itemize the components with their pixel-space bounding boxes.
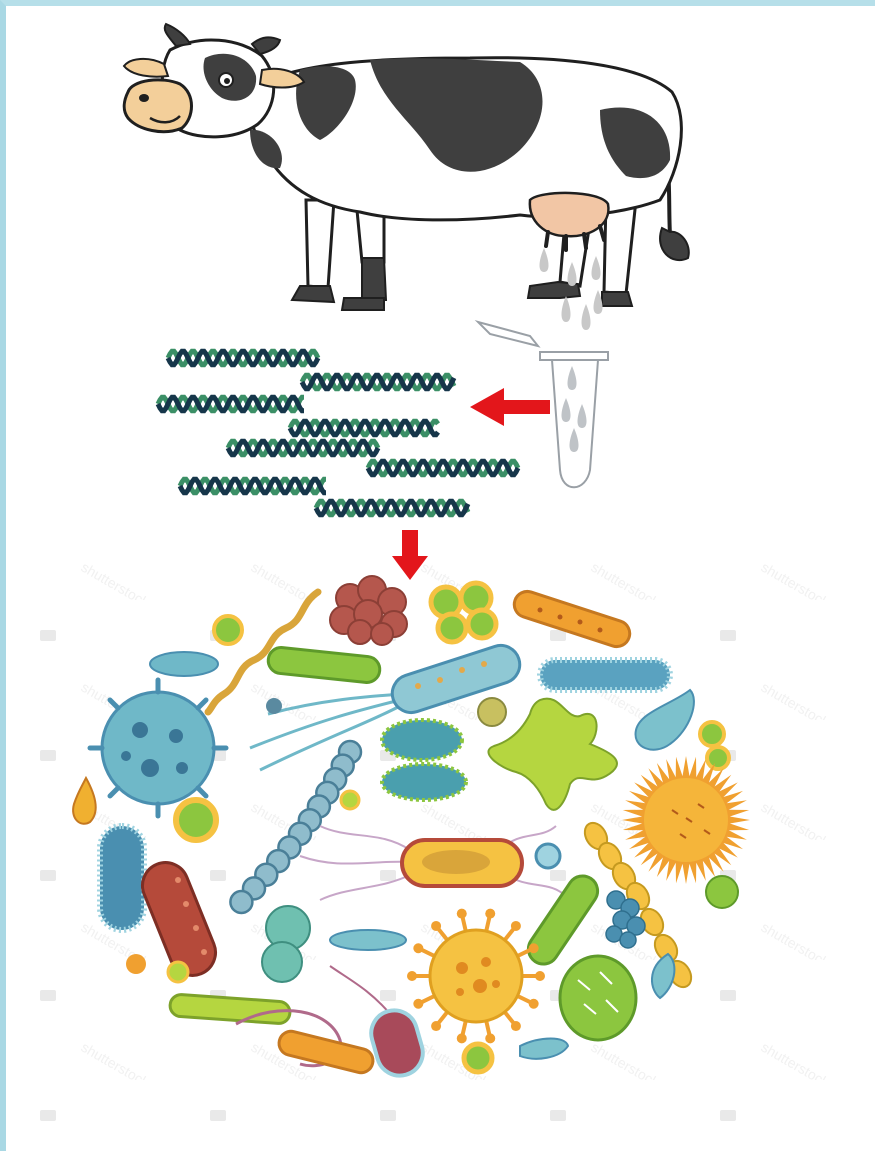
dna-helix — [228, 441, 378, 454]
dna-helix — [302, 375, 454, 388]
cell-hairy-teal-a — [382, 720, 462, 760]
bacillus-hairy-vertical — [100, 826, 144, 930]
coccus-green-bottom — [464, 1044, 492, 1072]
diagram-canvas: shutterstock — [6, 6, 875, 1151]
dna-helix — [180, 479, 326, 492]
dna-helix — [168, 351, 318, 364]
coccus-orange-tiny — [126, 954, 146, 974]
dna-helix — [368, 461, 518, 474]
coccus-pair-a — [700, 722, 724, 746]
coccus-green-large — [176, 800, 216, 840]
coccus-green-small — [214, 616, 242, 644]
cow-illustration — [124, 24, 689, 330]
coccus-yellow-small — [341, 791, 359, 809]
cell-green-hatched — [560, 956, 636, 1040]
coccus-pair-b — [707, 747, 729, 769]
coccus-teal-ring — [536, 844, 560, 868]
dna-helix — [316, 501, 468, 514]
dna-helix — [158, 397, 304, 410]
coccus-olive — [478, 698, 506, 726]
coccus-green-tiny — [168, 962, 188, 982]
star-spiky-orange — [622, 756, 750, 884]
cell-hairy-teal-b — [382, 764, 466, 800]
dna-helix — [290, 421, 438, 434]
arrow-tube-to-dna — [470, 388, 550, 426]
bacillus-hairy-blue — [540, 660, 670, 690]
cell-teal-left — [150, 652, 218, 676]
dna-fragments — [158, 351, 518, 514]
cell-teal-capsule — [330, 930, 406, 950]
virus-blue — [90, 680, 226, 816]
coccus-dot-gray — [266, 698, 282, 714]
coccus-hatched-green — [706, 876, 738, 908]
